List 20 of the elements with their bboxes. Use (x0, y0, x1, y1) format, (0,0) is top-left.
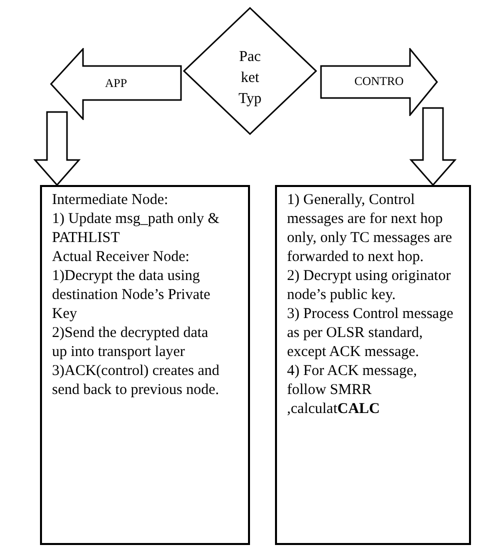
node-text: 1) Update msg_path only & PATHLIST (52, 210, 220, 248)
text-box (275, 185, 471, 545)
node-text: 1)Decrypt the data using destination Node’s Private Key (52, 267, 212, 324)
node-label: CONTRO (354, 75, 404, 87)
node-text: 1) Generally, Control messages are for next hop only, only TC messages are forwarded to next hop. (287, 191, 453, 267)
node-text: 3)ACK(control) creates and send back to previous node. (52, 362, 220, 400)
block-arrow-shape (320, 48, 438, 116)
block-arrow-shape (50, 48, 182, 120)
text-box (40, 185, 250, 545)
node-text: 3) Process Control message as per OLSR standard, except ACK message. (287, 305, 454, 362)
node-text: Actual Receiver Node: (52, 248, 190, 267)
decision-diamond (183, 7, 317, 135)
block-arrow (409, 107, 457, 186)
block-arrow (33, 111, 81, 186)
node-label: Pac ket Typ (237, 48, 263, 108)
node-text: 2) Decrypt using originator node’s public key. (287, 267, 452, 305)
node-text: Intermediate Node: (52, 191, 170, 210)
node-text: 4) For ACK message, follow SMRR ,calculatCALC (287, 362, 418, 419)
node-label: APP (104, 77, 127, 89)
node-text: 2)Send the decrypted data up into transport layer (52, 324, 210, 362)
